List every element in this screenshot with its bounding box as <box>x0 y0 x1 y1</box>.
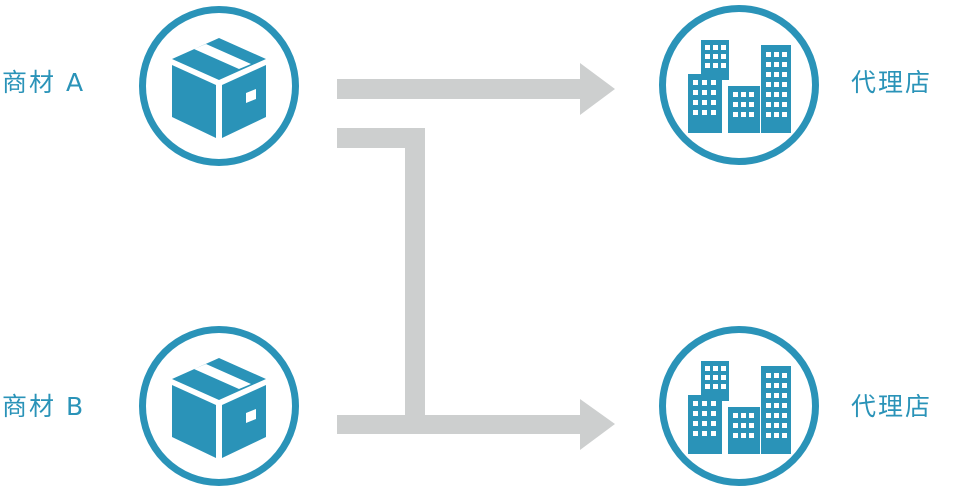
source-label-a: 商材 A <box>2 68 86 97</box>
box-icon <box>172 38 266 138</box>
target-label-top: 代理店 <box>851 68 933 97</box>
box-icon <box>172 358 266 458</box>
source-circle-a <box>139 6 299 166</box>
source-label-b: 商材 B <box>2 392 86 421</box>
buildings-icon <box>688 40 791 133</box>
target-circle-top <box>659 5 819 165</box>
buildings-icon <box>688 361 791 454</box>
elbow-connector <box>337 128 425 415</box>
arrow-top <box>337 63 615 115</box>
arrow-bottom <box>337 399 615 450</box>
target-label-bottom: 代理店 <box>851 392 933 421</box>
target-circle-bottom <box>659 326 819 486</box>
source-circle-b <box>139 326 299 486</box>
